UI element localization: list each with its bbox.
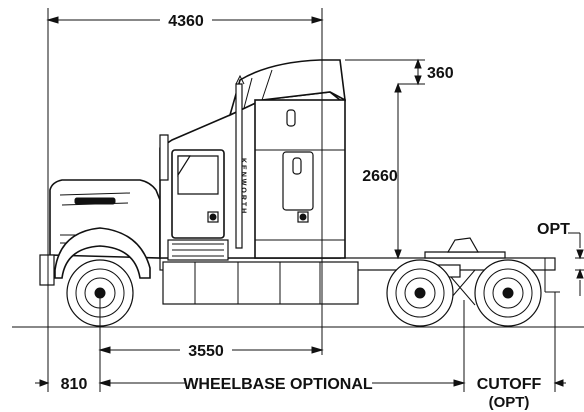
dim-cab-height: 2660: [362, 82, 402, 260]
truck-outline: KENWORTH: [39, 59, 560, 306]
front-fender: [54, 227, 151, 279]
dim-label-fifth-wheel-height: OPT: [537, 221, 570, 238]
dim-label-cutoff: CUTOFF: [477, 376, 542, 393]
dim-label-cab-to-axle: 3550: [188, 343, 224, 360]
dim-fifth-wheel-height: OPT: [537, 221, 584, 296]
dim-bottom-row: 810 WHEELBASE OPTIONAL CUTOFF (OPT): [35, 292, 566, 411]
fuel-tank: [162, 261, 359, 305]
dim-label-roof-fairing: 360: [427, 65, 454, 82]
rear-wheel-1: [386, 259, 454, 327]
front-bumper: [39, 254, 55, 286]
rear-wheel-2: [474, 259, 542, 327]
dim-label-bumper-to-axle: 810: [61, 376, 88, 393]
dim-label-overall-length: 4360: [168, 13, 204, 30]
dim-roof-fairing: 360: [345, 58, 454, 86]
dim-cab-to-axle: 3550: [98, 293, 324, 392]
dim-label-wheelbase: WHEELBASE OPTIONAL: [183, 376, 373, 393]
side-mirror: [159, 134, 169, 181]
dim-label-cutoff-note: (OPT): [489, 394, 530, 411]
door-lettering: KENWORTH: [240, 158, 247, 215]
dim-overall-length: 4360: [46, 8, 324, 392]
dim-label-cab-height: 2660: [362, 168, 398, 185]
fifth-wheel: [424, 251, 506, 259]
exhaust-stack: [235, 83, 243, 249]
